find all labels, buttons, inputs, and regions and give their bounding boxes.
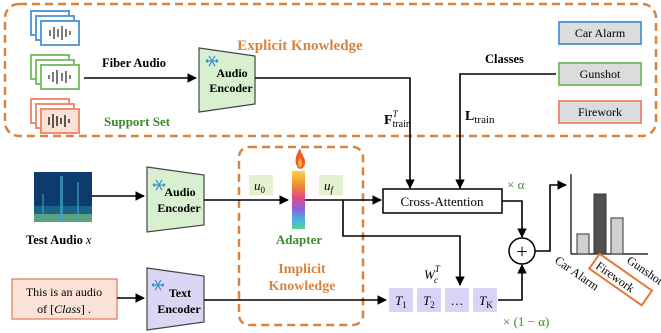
f-train-arrow	[255, 77, 415, 189]
text-tokens: T1 T2 … TK	[389, 288, 497, 312]
adapter-bar	[292, 171, 305, 229]
support-set-stack-orange	[30, 98, 80, 134]
explicit-knowledge-title: Explicit Knowledge	[237, 38, 363, 54]
main-encoder-line2: Encoder	[157, 201, 201, 215]
text-token-label: T1	[395, 293, 407, 310]
chart-bar	[610, 217, 624, 255]
main-audio-encoder	[146, 166, 205, 233]
class-box	[558, 100, 642, 124]
sum-plus: +	[516, 241, 527, 263]
tokens-to-sum-arrow	[498, 264, 527, 301]
implicit-knowledge-line2: Knowledge	[269, 279, 336, 294]
classes-label: Classes	[485, 52, 524, 66]
text-encoder-line1: Text	[169, 286, 191, 300]
uf-box	[319, 175, 343, 195]
chart-bar	[576, 233, 590, 255]
uf-to-wc-arrow	[342, 200, 465, 286]
sum-to-output-arrow	[535, 180, 567, 252]
class-box	[558, 21, 642, 45]
text-token-label: T2	[423, 293, 435, 310]
chart-highlight-box	[587, 252, 654, 307]
explicit-encoder-line1: Audio	[216, 66, 247, 80]
support-set-stack-blue	[30, 10, 80, 46]
classes-arrow	[455, 73, 556, 189]
main-encoder-line1: Audio	[164, 185, 195, 199]
explicit-audio-encoder	[198, 47, 256, 113]
flame-icon	[295, 148, 306, 169]
support-set-label: Support Set	[104, 114, 171, 129]
cross-attention-label: Cross-Attention	[400, 194, 484, 209]
u0-label: u0	[254, 178, 266, 195]
class-box-label: Gunshot	[580, 67, 621, 81]
text-encoder	[146, 267, 205, 331]
class-box-label: Firework	[578, 105, 622, 119]
text-token	[473, 288, 497, 312]
adapter-label: Adapter	[276, 232, 322, 247]
text-token-label: …	[451, 293, 464, 308]
u0-box	[249, 175, 273, 195]
one-minus-alpha-label: × (1 − α)	[503, 314, 549, 329]
prompt-line2: of [Class] .	[37, 302, 91, 316]
text-encoder-line2: Encoder	[157, 302, 201, 316]
alpha-label: × α	[507, 177, 525, 192]
text-token	[417, 288, 441, 312]
class-box-label: Car Alarm	[575, 26, 626, 40]
fiber-audio-label: Fiber Audio	[102, 56, 166, 70]
support-set-stack-green	[30, 54, 80, 90]
uf-label: uf	[324, 178, 335, 195]
explicit-knowledge-region	[3, 2, 658, 138]
prompt-box	[11, 278, 118, 320]
l-train-label: Ltrain	[465, 109, 495, 126]
chart-bar	[593, 193, 607, 255]
class-box	[558, 62, 642, 86]
text-token	[389, 288, 413, 312]
text-token	[445, 288, 469, 312]
test-audio-spectrogram	[34, 172, 92, 222]
cross-attention-box	[382, 188, 503, 214]
text-token-label: TK	[479, 293, 493, 310]
cross-attention-out-arrow	[502, 200, 527, 238]
implicit-knowledge-line1: Implicit	[278, 262, 326, 277]
explicit-encoder-line2: Encoder	[209, 81, 253, 95]
prompt-line1: This is an audio	[26, 285, 102, 299]
